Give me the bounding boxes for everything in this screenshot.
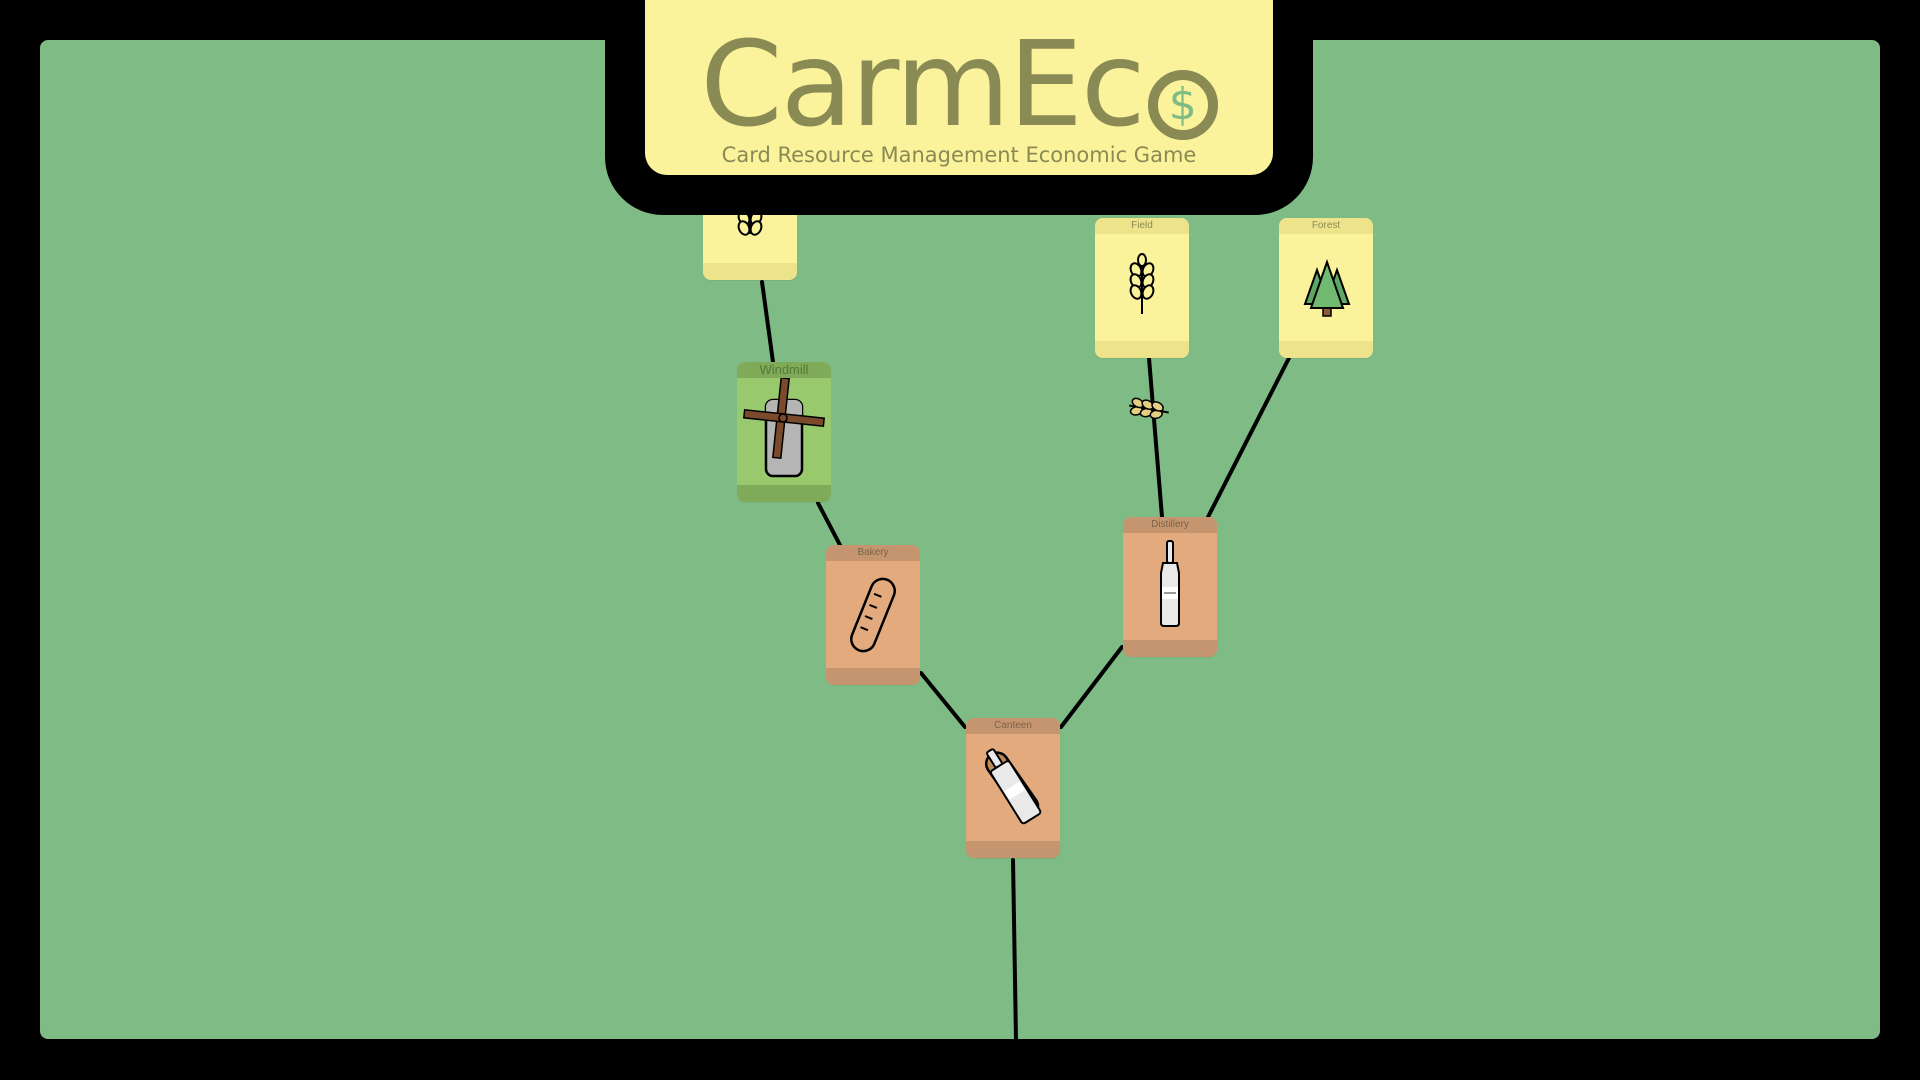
card-label: Canteen bbox=[966, 718, 1060, 734]
bread-and-bottle-icon bbox=[984, 748, 1042, 825]
link-field-windmill bbox=[760, 280, 775, 364]
card-windmill[interactable]: Windmill bbox=[737, 362, 831, 502]
card-bakery[interactable]: Bakery bbox=[826, 545, 920, 685]
link-canteen-out bbox=[1011, 858, 1018, 1042]
card-distillery[interactable]: Distillery bbox=[1123, 517, 1217, 657]
windmill-icon bbox=[742, 378, 826, 478]
card-label: Distillery bbox=[1123, 517, 1217, 533]
card-label: Windmill bbox=[737, 362, 831, 378]
wheat-token-icon bbox=[1129, 397, 1169, 420]
card-forest[interactable]: Forest bbox=[1279, 218, 1373, 358]
game-subtitle: Card Resource Management Economic Game bbox=[721, 143, 1197, 167]
card-label: Field bbox=[1095, 218, 1189, 234]
wheat-icon bbox=[1129, 253, 1155, 314]
link-field-distillery bbox=[1147, 356, 1164, 519]
game-title-text: CarmEc bbox=[700, 15, 1146, 153]
game-title: CarmEc$ bbox=[645, 25, 1273, 143]
card-field[interactable]: Field bbox=[1095, 218, 1189, 358]
title-banner: CarmEc$ Card Resource Management Economi… bbox=[645, 0, 1273, 175]
bottle-icon bbox=[1160, 540, 1180, 627]
card-label: Forest bbox=[1279, 218, 1373, 234]
trees-icon bbox=[1303, 258, 1351, 317]
link-bakery-canteen bbox=[919, 671, 967, 729]
card-canteen[interactable]: Canteen bbox=[966, 718, 1060, 858]
link-distillery-canteen bbox=[1059, 645, 1124, 729]
link-windmill-bakery bbox=[816, 501, 842, 547]
link-forest-distillery bbox=[1206, 356, 1291, 519]
bread-icon bbox=[850, 577, 896, 653]
dollar-coin-icon: $ bbox=[1147, 70, 1218, 140]
card-label: Bakery bbox=[826, 545, 920, 561]
title-panel: CarmEc$ Card Resource Management Economi… bbox=[605, 0, 1313, 215]
